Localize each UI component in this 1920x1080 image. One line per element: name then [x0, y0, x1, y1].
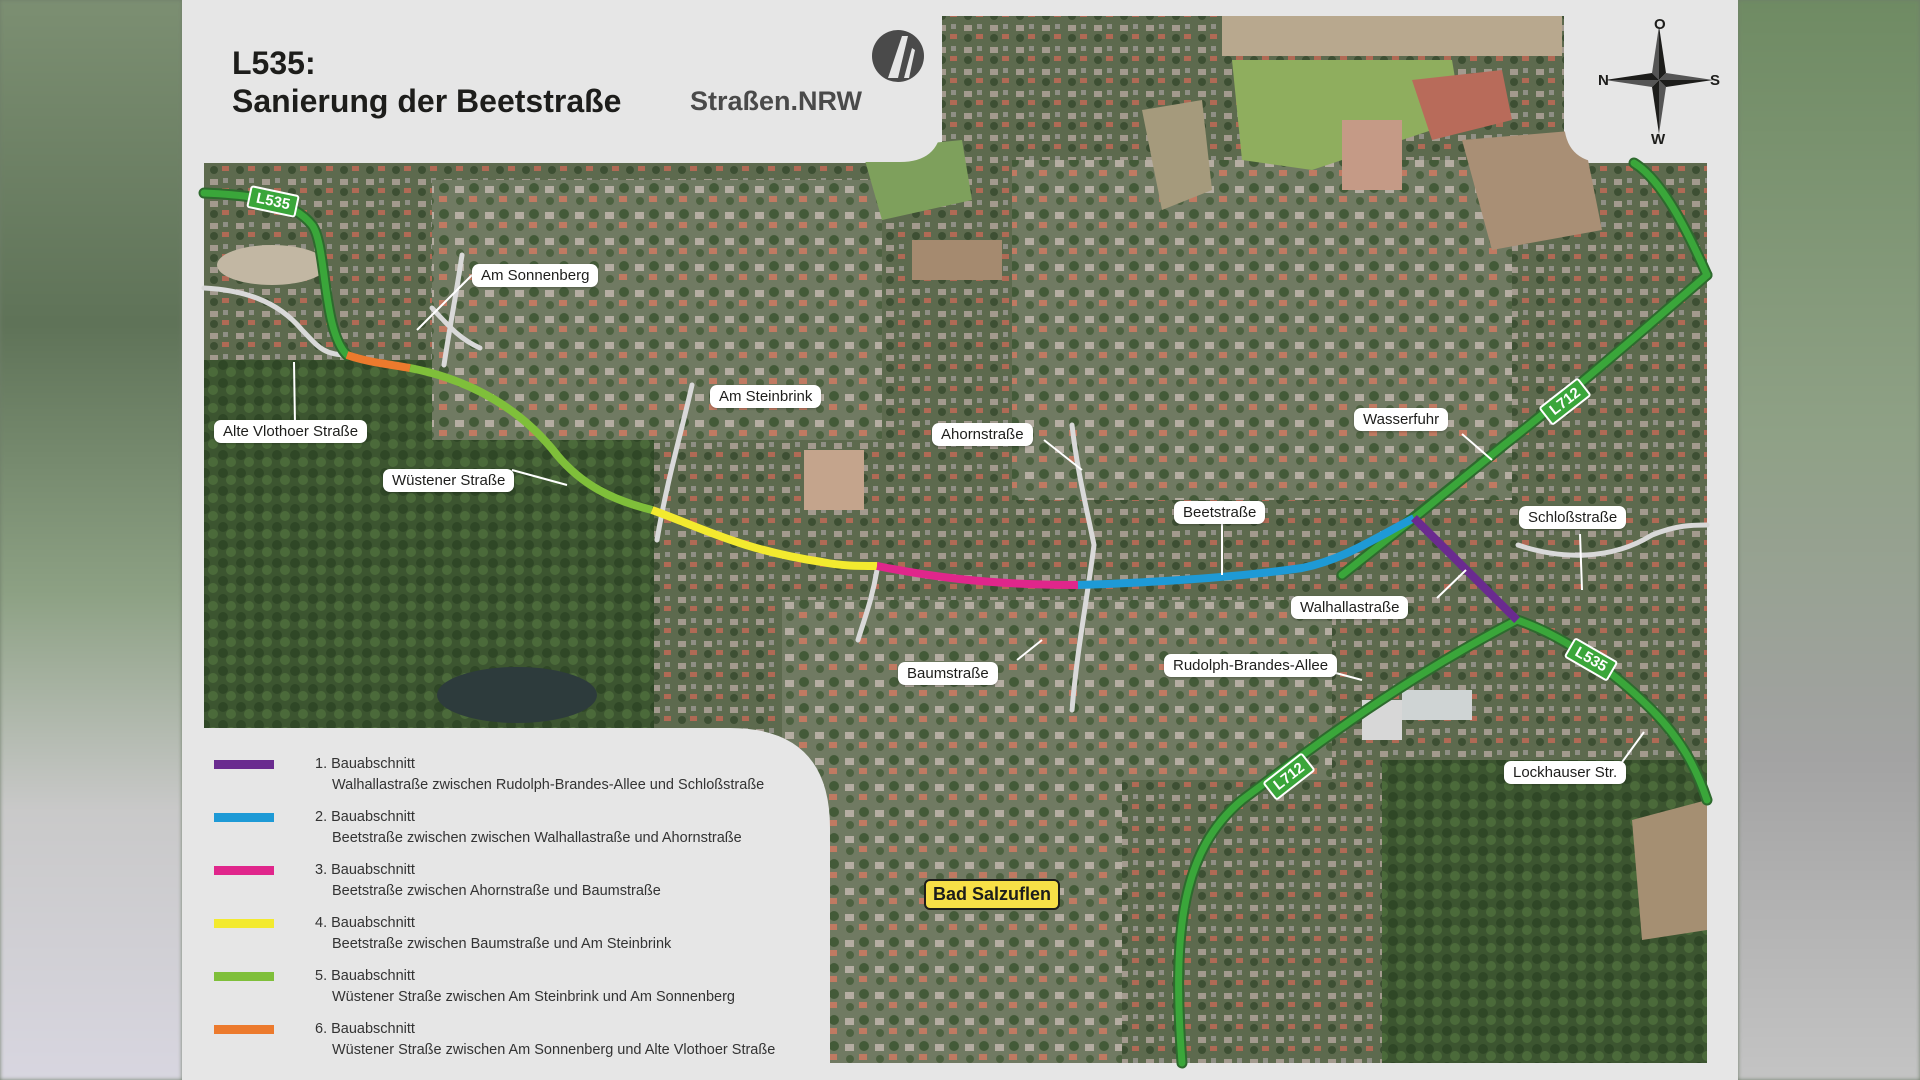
- legend: 1. Bauabschnitt Walhallastraße zwischen …: [214, 745, 814, 1063]
- label-schlossstrasse: Schloßstraße: [1519, 506, 1627, 529]
- legend-swatch-magenta: [214, 866, 274, 875]
- label-am-steinbrink: Am Steinbrink: [710, 385, 822, 408]
- legend-item: 5. Bauabschnitt Wüstener Straße zwischen…: [214, 957, 814, 1010]
- legend-description: Beetstraße zwischen zwischen Walhallastr…: [332, 830, 742, 846]
- legend-title: Bauabschnitt: [331, 1021, 415, 1037]
- legend-description: Wüstener Straße zwischen Am Sonnenberg u…: [332, 1042, 776, 1058]
- legend-number: 1.: [315, 756, 328, 772]
- label-rudolph-brandes-allee: Rudolph-Brandes-Allee: [1164, 654, 1338, 677]
- compass-rose-icon: [1605, 26, 1713, 134]
- label-walhallastrasse: Walhallastraße: [1291, 596, 1409, 619]
- legend-number: 6.: [315, 1021, 328, 1037]
- label-alte-vlothoer-strasse: Alte Vlothoer Straße: [214, 420, 368, 443]
- compass-label-bottom: W: [1651, 131, 1666, 148]
- legend-number: 3.: [315, 862, 328, 878]
- legend-swatch-yellow: [214, 919, 274, 928]
- legend-number: 5.: [315, 968, 328, 984]
- legend-swatch-blue: [214, 813, 274, 822]
- legend-description: Walhallastraße zwischen Rudolph-Brandes-…: [332, 777, 765, 793]
- legend-title: Bauabschnitt: [331, 756, 415, 772]
- legend-title: Bauabschnitt: [331, 862, 415, 878]
- label-baumstrasse: Baumstraße: [898, 662, 998, 685]
- label-wuestener-strasse: Wüstener Straße: [383, 469, 515, 492]
- legend-title: Bauabschnitt: [331, 915, 415, 931]
- legend-title: Bauabschnitt: [331, 809, 415, 825]
- label-beetstrasse: Beetstraße: [1174, 501, 1266, 524]
- legend-swatch-orange: [214, 1025, 274, 1034]
- legend-item: 6. Bauabschnitt Wüstener Straße zwischen…: [214, 1010, 814, 1063]
- legend-item: 3. Bauabschnitt Beetstraße zwischen Ahor…: [214, 851, 814, 904]
- title-line-2: Sanierung der Beetstraße: [232, 83, 622, 119]
- aerial-map: [182, 0, 1738, 1080]
- label-am-sonnenberg: Am Sonnenberg: [472, 264, 599, 287]
- legend-title: Bauabschnitt: [331, 968, 415, 984]
- legend-number: 4.: [315, 915, 328, 931]
- legend-swatch-purple: [214, 760, 274, 769]
- legend-number: 2.: [315, 809, 328, 825]
- blurred-background-right: [1738, 0, 1920, 1080]
- label-ahornstrasse: Ahornstraße: [932, 423, 1033, 446]
- legend-item: 1. Bauabschnitt Walhallastraße zwischen …: [214, 745, 814, 798]
- label-lockhauser-str: Lockhauser Str.: [1504, 761, 1627, 784]
- compass-label-left: N: [1598, 72, 1609, 89]
- label-wasserfuhr: Wasserfuhr: [1354, 408, 1449, 431]
- strassen-nrw-logo-icon: [872, 30, 924, 82]
- compass-label-top: O: [1654, 16, 1666, 33]
- legend-item: 2. Bauabschnitt Beetstraße zwischen zwis…: [214, 798, 814, 851]
- legend-description: Beetstraße zwischen Ahornstraße und Baum…: [332, 883, 661, 899]
- legend-description: Wüstener Straße zwischen Am Steinbrink u…: [332, 989, 735, 1005]
- blurred-background-left: [0, 0, 182, 1080]
- brand-name: Straßen.NRW: [690, 86, 863, 116]
- legend-swatch-green: [214, 972, 274, 981]
- city-label: Bad Salzuflen: [924, 879, 1061, 910]
- legend-description: Beetstraße zwischen Baumstraße und Am St…: [332, 936, 672, 952]
- compass-label-right: S: [1710, 72, 1721, 89]
- title-line-1: L535:: [232, 45, 316, 81]
- legend-item: 4. Bauabschnitt Beetstraße zwischen Baum…: [214, 904, 814, 957]
- map-card: L535 L712 L712 L535 L535: Sanierung der …: [182, 0, 1738, 1080]
- page-title: L535: Sanierung der Beetstraße: [232, 44, 621, 120]
